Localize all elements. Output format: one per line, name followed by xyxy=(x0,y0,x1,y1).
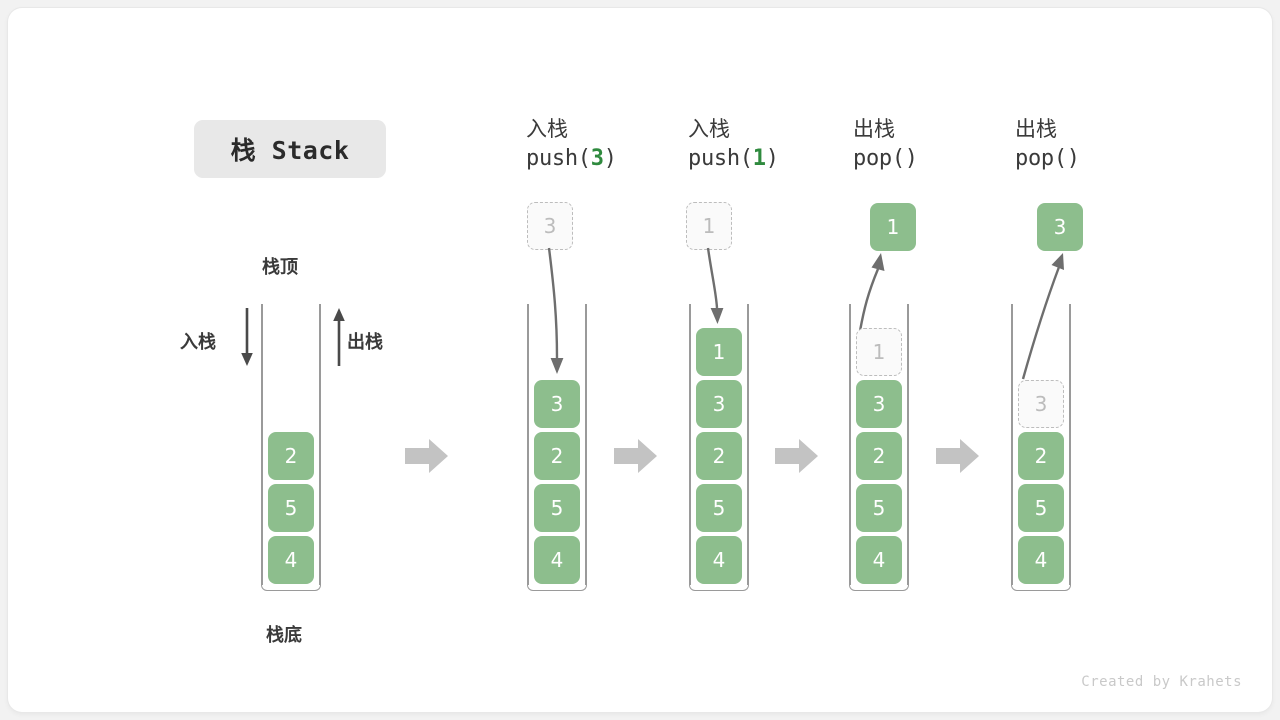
stack-container-pop-3: 4 5 2 3 xyxy=(1011,304,1071,591)
step-header-cn: 出栈 xyxy=(1015,117,1057,141)
stack-floor xyxy=(849,585,909,591)
pop-direction-label: 出栈 xyxy=(347,332,383,353)
stack-walls xyxy=(527,304,587,591)
stack-floor xyxy=(527,585,587,591)
stack-wall-left xyxy=(849,304,851,585)
step-header-cn: 入栈 xyxy=(688,117,730,141)
stack-floor xyxy=(689,585,749,591)
transition-arrow-icon xyxy=(614,437,658,475)
stack-container-initial: 4 5 2 xyxy=(261,304,321,591)
push-path-arrow-icon xyxy=(686,247,756,328)
stack-cell: 5 xyxy=(856,484,902,532)
stack-wall-left xyxy=(689,304,691,585)
step-header-code: push(3) xyxy=(526,146,617,171)
stack-walls xyxy=(261,304,321,591)
stack-cell: 1 xyxy=(696,328,742,376)
stack-cell: 4 xyxy=(696,536,742,584)
stack-cells-initial: 4 5 2 xyxy=(268,428,314,584)
step-header-cn: 出栈 xyxy=(853,117,895,141)
stack-cell: 4 xyxy=(534,536,580,584)
stack-walls xyxy=(849,304,909,591)
pop-direction-arrow-icon xyxy=(330,308,348,368)
stack-cell: 5 xyxy=(534,484,580,532)
stack-container-pop-1: 4 5 2 3 1 xyxy=(849,304,909,591)
stack-wall-right xyxy=(319,304,321,585)
stack-cells-push-1: 4 5 2 3 1 xyxy=(696,324,742,584)
popped-value-box-3: 3 xyxy=(1037,203,1083,251)
step-header-pop-1: 出栈 pop() xyxy=(853,116,1023,176)
stack-wall-right xyxy=(747,304,749,585)
stack-cells-push-3: 4 5 2 3 xyxy=(534,376,580,584)
diagram-card: 栈 Stack 栈顶 栈底 入栈 出栈 4 5 2 xyxy=(8,8,1272,712)
stack-cell: 5 xyxy=(268,484,314,532)
stack-walls xyxy=(689,304,749,591)
stack-cell: 2 xyxy=(856,432,902,480)
stack-bottom-label: 栈底 xyxy=(266,625,302,646)
step-header-code: pop() xyxy=(853,146,918,171)
step-header-pop-3: 出栈 pop() xyxy=(1015,116,1185,176)
step-header-code: pop() xyxy=(1015,146,1080,171)
push-path-arrow-icon xyxy=(527,247,597,378)
transition-arrow-icon xyxy=(936,437,980,475)
stack-wall-left xyxy=(261,304,263,585)
pop-path-arrow-icon xyxy=(1008,251,1078,381)
incoming-value-box-1: 1 xyxy=(686,202,732,250)
stack-cell: 2 xyxy=(1018,432,1064,480)
stack-cell: 3 xyxy=(696,380,742,428)
stack-cell: 2 xyxy=(534,432,580,480)
transition-arrow-icon xyxy=(775,437,819,475)
stack-container-push-1: 4 5 2 3 1 xyxy=(689,304,749,591)
page-title: 栈 Stack xyxy=(194,120,386,178)
push-direction-label: 入栈 xyxy=(180,332,216,353)
step-header-cn: 入栈 xyxy=(526,117,568,141)
popped-value-box-1: 1 xyxy=(870,203,916,251)
attribution-footer: Created by Krahets xyxy=(1081,674,1242,690)
incoming-value-box-3: 3 xyxy=(527,202,573,250)
vacated-slot-box: 1 xyxy=(856,328,902,376)
stack-walls xyxy=(1011,304,1071,591)
stack-cell: 4 xyxy=(268,536,314,584)
stack-top-label: 栈顶 xyxy=(262,257,298,278)
transition-arrow-icon xyxy=(405,437,449,475)
step-header-code: push(1) xyxy=(688,146,779,171)
stack-wall-left xyxy=(1011,304,1013,585)
vacated-slot-box: 3 xyxy=(1018,380,1064,428)
stack-cell: 5 xyxy=(1018,484,1064,532)
stack-cell: 3 xyxy=(856,380,902,428)
stack-cells-pop-1: 4 5 2 3 1 xyxy=(856,324,902,584)
stack-cell: 4 xyxy=(1018,536,1064,584)
stack-wall-right xyxy=(585,304,587,585)
stack-floor xyxy=(261,585,321,591)
stack-cell: 3 xyxy=(534,380,580,428)
stack-cell: 2 xyxy=(696,432,742,480)
stack-container-push-3: 4 5 2 3 xyxy=(527,304,587,591)
stack-cells-pop-3: 4 5 2 3 xyxy=(1018,376,1064,584)
stack-cell: 4 xyxy=(856,536,902,584)
stack-cell: 5 xyxy=(696,484,742,532)
page-title-text: 栈 Stack xyxy=(230,136,350,165)
step-header-push-3: 入栈 push(3) xyxy=(526,116,696,176)
step-header-push-1: 入栈 push(1) xyxy=(688,116,858,176)
stack-cell: 2 xyxy=(268,432,314,480)
pop-path-arrow-icon xyxy=(846,251,906,333)
stack-wall-right xyxy=(1069,304,1071,585)
push-direction-arrow-icon xyxy=(238,308,256,368)
stack-wall-right xyxy=(907,304,909,585)
stack-wall-left xyxy=(527,304,529,585)
stack-floor xyxy=(1011,585,1071,591)
